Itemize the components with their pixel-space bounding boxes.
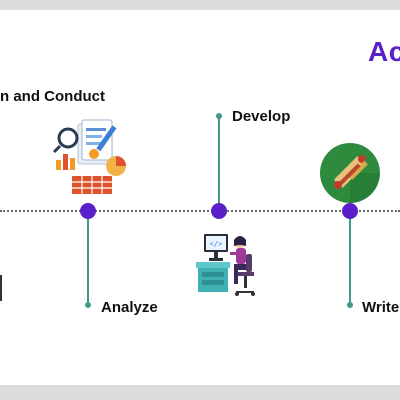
- step-label-conduct: n and Conduct: [0, 88, 105, 105]
- timeline-node-analyze: [80, 203, 96, 219]
- timeline-line: [0, 210, 400, 212]
- timeline-node-develop: [211, 203, 227, 219]
- research-analytics-icon: [52, 119, 126, 194]
- slide-canvas: Ac n and Conduct Analyz: [0, 10, 400, 385]
- slide-title: Ac: [368, 36, 400, 67]
- connector-write: [349, 219, 351, 305]
- connector-develop: [218, 116, 220, 204]
- connector-analyze: [87, 219, 89, 305]
- step-label-write: Write: [362, 299, 400, 316]
- timeline-node-write: [342, 203, 358, 219]
- step-label-develop: Develop: [232, 108, 291, 125]
- connector-end-write: [347, 302, 353, 308]
- step-label-analyze: Analyze: [101, 299, 158, 316]
- svg-text:</>: </>: [210, 240, 223, 248]
- cutoff-marker: [0, 275, 2, 301]
- scroll-pen-icon: [320, 143, 380, 203]
- developer-at-desk-icon: </>: [196, 234, 255, 296]
- connector-end-analyze: [85, 302, 91, 308]
